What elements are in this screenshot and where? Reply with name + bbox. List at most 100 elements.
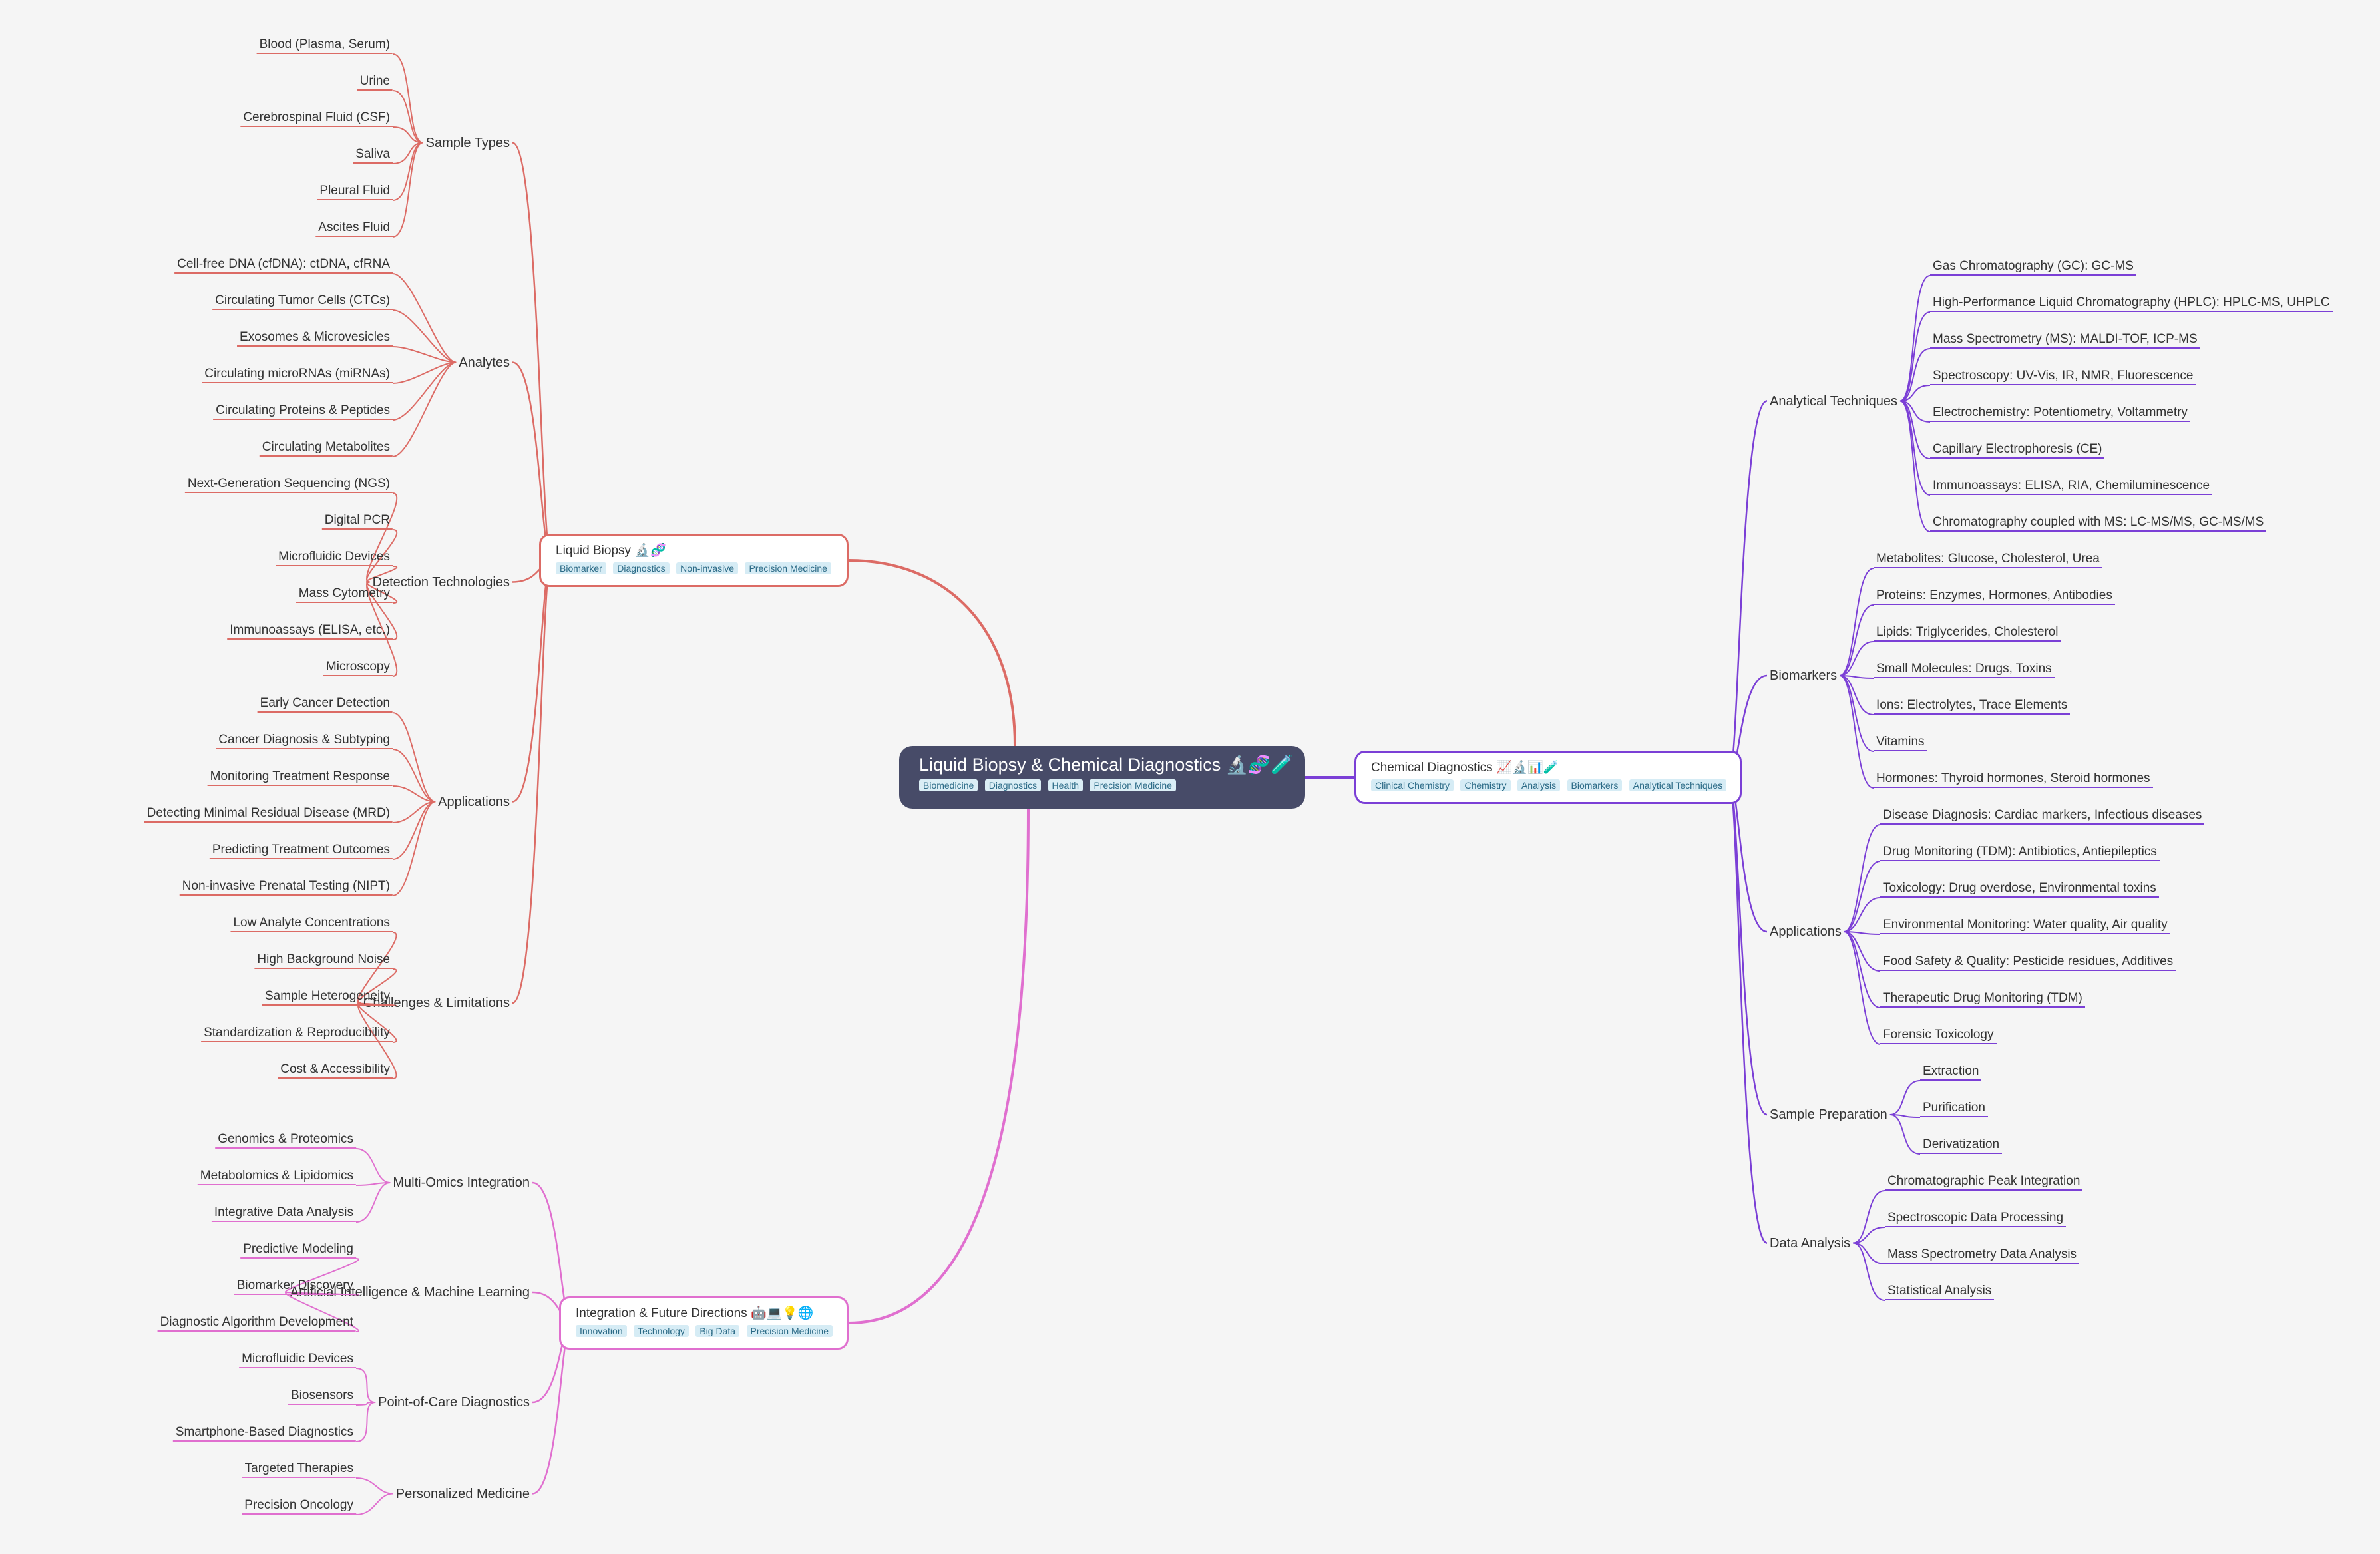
leaf-node[interactable]: Predictive Modeling [240,1241,356,1259]
leaf-node[interactable]: Disease Diagnosis: Cardiac markers, Infe… [1880,807,2205,825]
group-label[interactable]: Analytes [459,355,510,370]
leaf-node[interactable]: Biosensors [288,1388,356,1405]
leaf-node[interactable]: Mass Cytometry [296,586,393,603]
leaf-node[interactable]: Circulating Tumor Cells (CTCs) [212,293,393,310]
leaf-node[interactable]: Detecting Minimal Residual Disease (MRD) [144,805,393,823]
leaf-node[interactable]: Integrative Data Analysis [211,1205,356,1222]
leaf-node[interactable]: Extraction [1920,1064,1982,1081]
group-label[interactable]: Sample Preparation [1770,1107,1887,1122]
leaf-node[interactable]: Smartphone-Based Diagnostics [172,1424,356,1442]
branch-tag: Precision Medicine [746,1325,833,1337]
leaf-node[interactable]: High Background Noise [254,952,393,969]
leaf-node[interactable]: Sample Heterogeneity [262,988,393,1006]
leaf-node[interactable]: Chromatography coupled with MS: LC-MS/MS… [1930,514,2267,532]
leaf-node[interactable]: Pleural Fluid [317,183,393,200]
group-label[interactable]: Sample Types [425,135,510,150]
leaf-node[interactable]: Toxicology: Drug overdose, Environmental… [1880,880,2159,898]
branch-liquid-biopsy[interactable]: Liquid Biopsy 🔬🧬 Biomarker Diagnostics N… [539,534,849,587]
leaf-node[interactable]: Metabolomics & Lipidomics [197,1168,356,1185]
leaf-node[interactable]: Diagnostic Algorithm Development [157,1314,356,1332]
leaf-connector [1844,861,1881,932]
leaf-node[interactable]: Biomarker Discovery [234,1278,356,1295]
branch-connector [512,361,552,562]
group-label[interactable]: Point-of-Care Diagnostics [378,1395,530,1410]
leaf-node[interactable]: Precision Oncology [242,1497,356,1515]
group-label[interactable]: Challenges & Limitations [363,996,510,1010]
leaf-node[interactable]: Low Analyte Concentrations [230,915,393,932]
root-node[interactable]: Liquid Biopsy & Chemical Diagnostics 🔬🧬🧪… [899,746,1305,809]
leaf-node[interactable]: Statistical Analysis [1885,1283,1995,1300]
leaf-node[interactable]: Drug Monitoring (TDM): Antibiotics, Anti… [1880,844,2160,861]
leaf-connector [392,273,457,363]
leaf-node[interactable]: Gas Chromatography (GC): GC-MS [1930,258,2136,276]
leaf-node[interactable]: Therapeutic Drug Monitoring (TDM) [1880,990,2085,1008]
group-label[interactable]: Personalized Medicine [395,1486,530,1501]
leaf-node[interactable]: Spectroscopy: UV-Vis, IR, NMR, Fluoresce… [1930,368,2196,385]
leaf-node[interactable]: Microscopy [323,659,393,676]
group-label[interactable]: Analytical Techniques [1770,393,1897,409]
leaf-connector [392,142,423,164]
leaf-node[interactable]: Digital PCR [321,512,393,530]
leaf-node[interactable]: Blood (Plasma, Serum) [256,37,393,54]
leaf-node[interactable]: Derivatization [1920,1137,2003,1154]
leaf-node[interactable]: Ions: Electrolytes, Trace Elements [1874,697,2071,715]
leaf-node[interactable]: Mass Spectrometry (MS): MALDI-TOF, ICP-M… [1930,331,2200,349]
leaf-node[interactable]: Lipids: Triglycerides, Cholesterol [1874,624,2061,642]
leaf-node[interactable]: High-Performance Liquid Chromatography (… [1930,295,2333,312]
leaf-node[interactable]: Cost & Accessibility [278,1062,393,1079]
leaf-node[interactable]: Early Cancer Detection [257,695,393,713]
leaf-node[interactable]: Metabolites: Glucose, Cholesterol, Urea [1874,551,2102,568]
leaf-node[interactable]: Cell-free DNA (cfDNA): ctDNA, cfRNA [174,256,393,274]
branch-tag: Precision Medicine [745,562,831,574]
group-label[interactable]: Biomarkers [1770,668,1838,683]
leaf-node[interactable]: Small Molecules: Drugs, Toxins [1874,661,2055,678]
leaf-connector [1844,897,1881,932]
leaf-node[interactable]: Microfluidic Devices [239,1351,356,1368]
leaf-node[interactable]: Immunoassays: ELISA, RIA, Chemiluminesce… [1930,478,2213,495]
leaf-node[interactable]: Saliva [353,146,393,164]
group-label[interactable]: Artificial Intelligence & Machine Learni… [290,1285,530,1300]
leaf-connector [1839,675,1874,789]
leaf-node[interactable]: Purification [1920,1100,1988,1117]
leaf-node[interactable]: Capillary Electrophoresis (CE) [1930,441,2105,459]
leaf-connector [1889,1114,1921,1155]
leaf-node[interactable]: Targeted Therapies [242,1461,356,1478]
leaf-node[interactable]: Hormones: Thyroid hormones, Steroid horm… [1874,771,2153,788]
group-label[interactable]: Data Analysis [1770,1235,1851,1251]
leaf-connector [392,712,436,803]
leaf-connector [355,1148,391,1183]
leaf-node[interactable]: Exosomes & Microvesicles [237,329,393,347]
branch-integration-future[interactable]: Integration & Future Directions 🤖💻💡🌐 Inn… [559,1296,849,1350]
leaf-node[interactable]: Circulating Proteins & Peptides [213,403,393,420]
leaf-node[interactable]: Predicting Treatment Outcomes [209,842,393,859]
leaf-node[interactable]: Electrochemistry: Potentiometry, Voltamm… [1930,405,2190,422]
leaf-node[interactable]: Environmental Monitoring: Water quality,… [1880,917,2170,934]
leaf-node[interactable]: Immunoassays (ELISA, etc.) [227,622,393,640]
leaf-node[interactable]: Circulating microRNAs (miRNAs) [202,366,393,383]
leaf-node[interactable]: Microfluidic Devices [276,549,393,566]
branch-chemical-diagnostics[interactable]: Chemical Diagnostics 📈🔬📊🧪 Clinical Chemi… [1354,751,1742,804]
leaf-node[interactable]: Spectroscopic Data Processing [1885,1210,2067,1227]
leaf-node[interactable]: Cancer Diagnosis & Subtyping [216,732,393,749]
leaf-node[interactable]: Standardization & Reproducibility [201,1025,393,1042]
leaf-node[interactable]: Non-invasive Prenatal Testing (NIPT) [179,878,393,896]
leaf-node[interactable]: Urine [357,73,393,91]
leaf-node[interactable]: Cerebrospinal Fluid (CSF) [240,110,393,127]
leaf-node[interactable]: Vitamins [1874,734,1927,751]
branch-tag: Clinical Chemistry [1371,779,1454,791]
group-label[interactable]: Applications [1770,924,1842,939]
leaf-node[interactable]: Monitoring Treatment Response [207,769,393,786]
group-label[interactable]: Applications [438,794,510,809]
leaf-node[interactable]: Chromatographic Peak Integration [1885,1173,2083,1191]
group-label[interactable]: Multi-Omics Integration [393,1175,530,1190]
leaf-node[interactable]: Mass Spectrometry Data Analysis [1885,1247,2080,1264]
leaf-node[interactable]: Next-Generation Sequencing (NGS) [184,476,393,493]
leaf-node[interactable]: Forensic Toxicology [1880,1027,1997,1044]
leaf-connector [1852,1190,1885,1244]
leaf-node[interactable]: Food Safety & Quality: Pesticide residue… [1880,954,2176,971]
leaf-node[interactable]: Circulating Metabolites [259,439,393,457]
leaf-node[interactable]: Proteins: Enzymes, Hormones, Antibodies [1874,588,2115,605]
group-label[interactable]: Detection Technologies [372,574,510,590]
leaf-node[interactable]: Genomics & Proteomics [215,1131,356,1149]
leaf-node[interactable]: Ascites Fluid [315,220,393,237]
